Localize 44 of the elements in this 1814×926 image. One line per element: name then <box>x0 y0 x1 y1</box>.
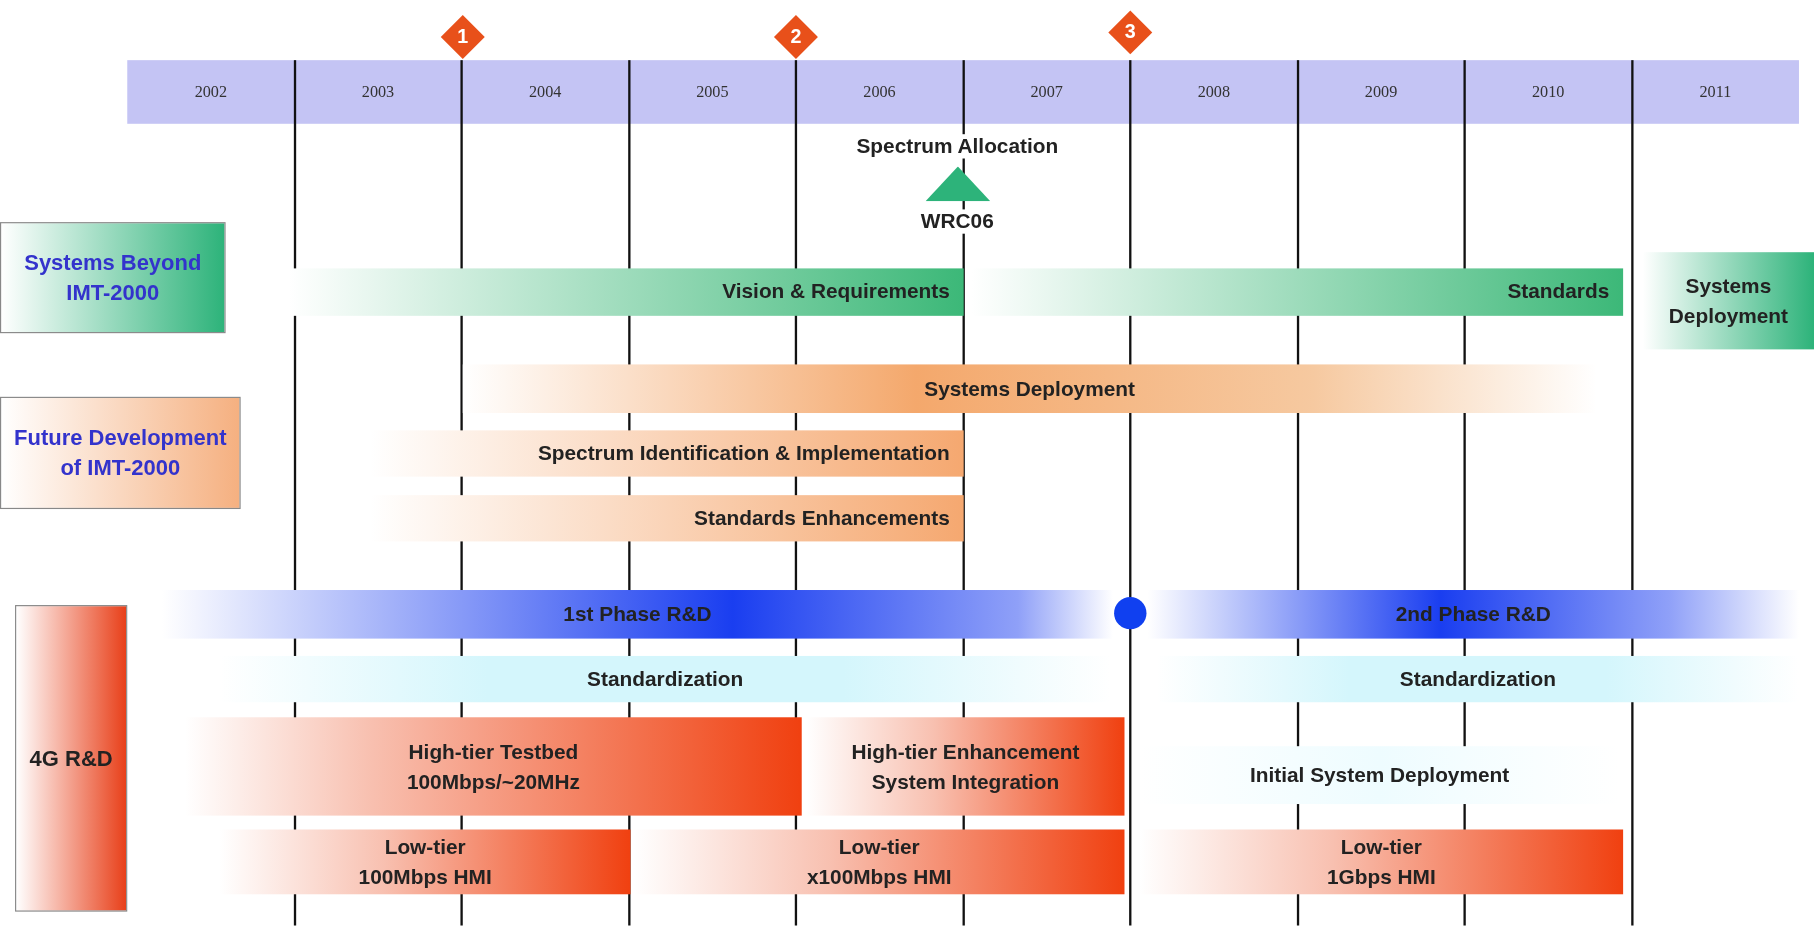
year-label: 2008 <box>1196 81 1232 103</box>
bar-label: 1Gbps HMI <box>1326 864 1436 891</box>
year-label: 2010 <box>1531 81 1566 103</box>
bar-label: Vision & Requirements <box>722 279 950 305</box>
year-label: 2011 <box>1698 81 1733 103</box>
bar-label: Standards <box>1507 279 1610 305</box>
bar-label: High-tier Enhancement <box>851 738 1080 765</box>
milestone-number: 2 <box>790 25 802 49</box>
category-box <box>0 222 226 334</box>
timeline-bar <box>1642 252 1814 350</box>
milestone-diamond <box>439 13 486 61</box>
bar-label: Standards Enhancements <box>694 506 950 531</box>
year-label: 2009 <box>1363 81 1399 103</box>
bar-label: Systems Deployment <box>1667 273 1789 330</box>
milestone-dot <box>1114 596 1147 630</box>
milestone-number: 1 <box>457 25 469 49</box>
year-label: 2005 <box>695 81 730 103</box>
year-label: 2006 <box>862 81 897 103</box>
bar-label: Initial System Deployment <box>1250 762 1510 788</box>
year-label: 2002 <box>193 81 229 103</box>
category-label: Future Development of IMT-2000 <box>13 424 228 482</box>
category-box <box>15 605 128 912</box>
bar-label: High-tier Testbed <box>408 738 579 765</box>
bar-label: 100Mbps/~20MHz <box>406 768 580 796</box>
year-label: 2004 <box>528 81 563 103</box>
bar-label: Low-tier <box>1340 834 1422 861</box>
bar-label: x100Mbps HMI <box>806 864 952 891</box>
bar-label: Systems Deployment <box>924 376 1135 401</box>
bar-label: System Integration <box>871 768 1060 796</box>
bar-label: Spectrum Identification & Implementation <box>537 441 950 466</box>
category-label: 4G R&D <box>28 744 114 772</box>
year-label: 2003 <box>360 81 396 103</box>
milestone-diamond <box>1107 9 1154 56</box>
milestone-number: 3 <box>1124 20 1136 44</box>
bar-label: Standardization <box>1399 666 1556 692</box>
category-label: Systems Beyond IMT-2000 <box>23 248 203 307</box>
bar-label: Low-tier <box>384 834 466 861</box>
bar-label: 1st Phase R&D <box>563 602 712 627</box>
bar-label: Standardization <box>587 666 744 692</box>
year-label: 2007 <box>1029 81 1064 103</box>
bar-label: 2nd Phase R&D <box>1395 602 1551 627</box>
bar-label: Low-tier <box>838 834 920 861</box>
category-box <box>0 396 241 510</box>
bar-label: 100Mbps HMI <box>358 864 492 891</box>
